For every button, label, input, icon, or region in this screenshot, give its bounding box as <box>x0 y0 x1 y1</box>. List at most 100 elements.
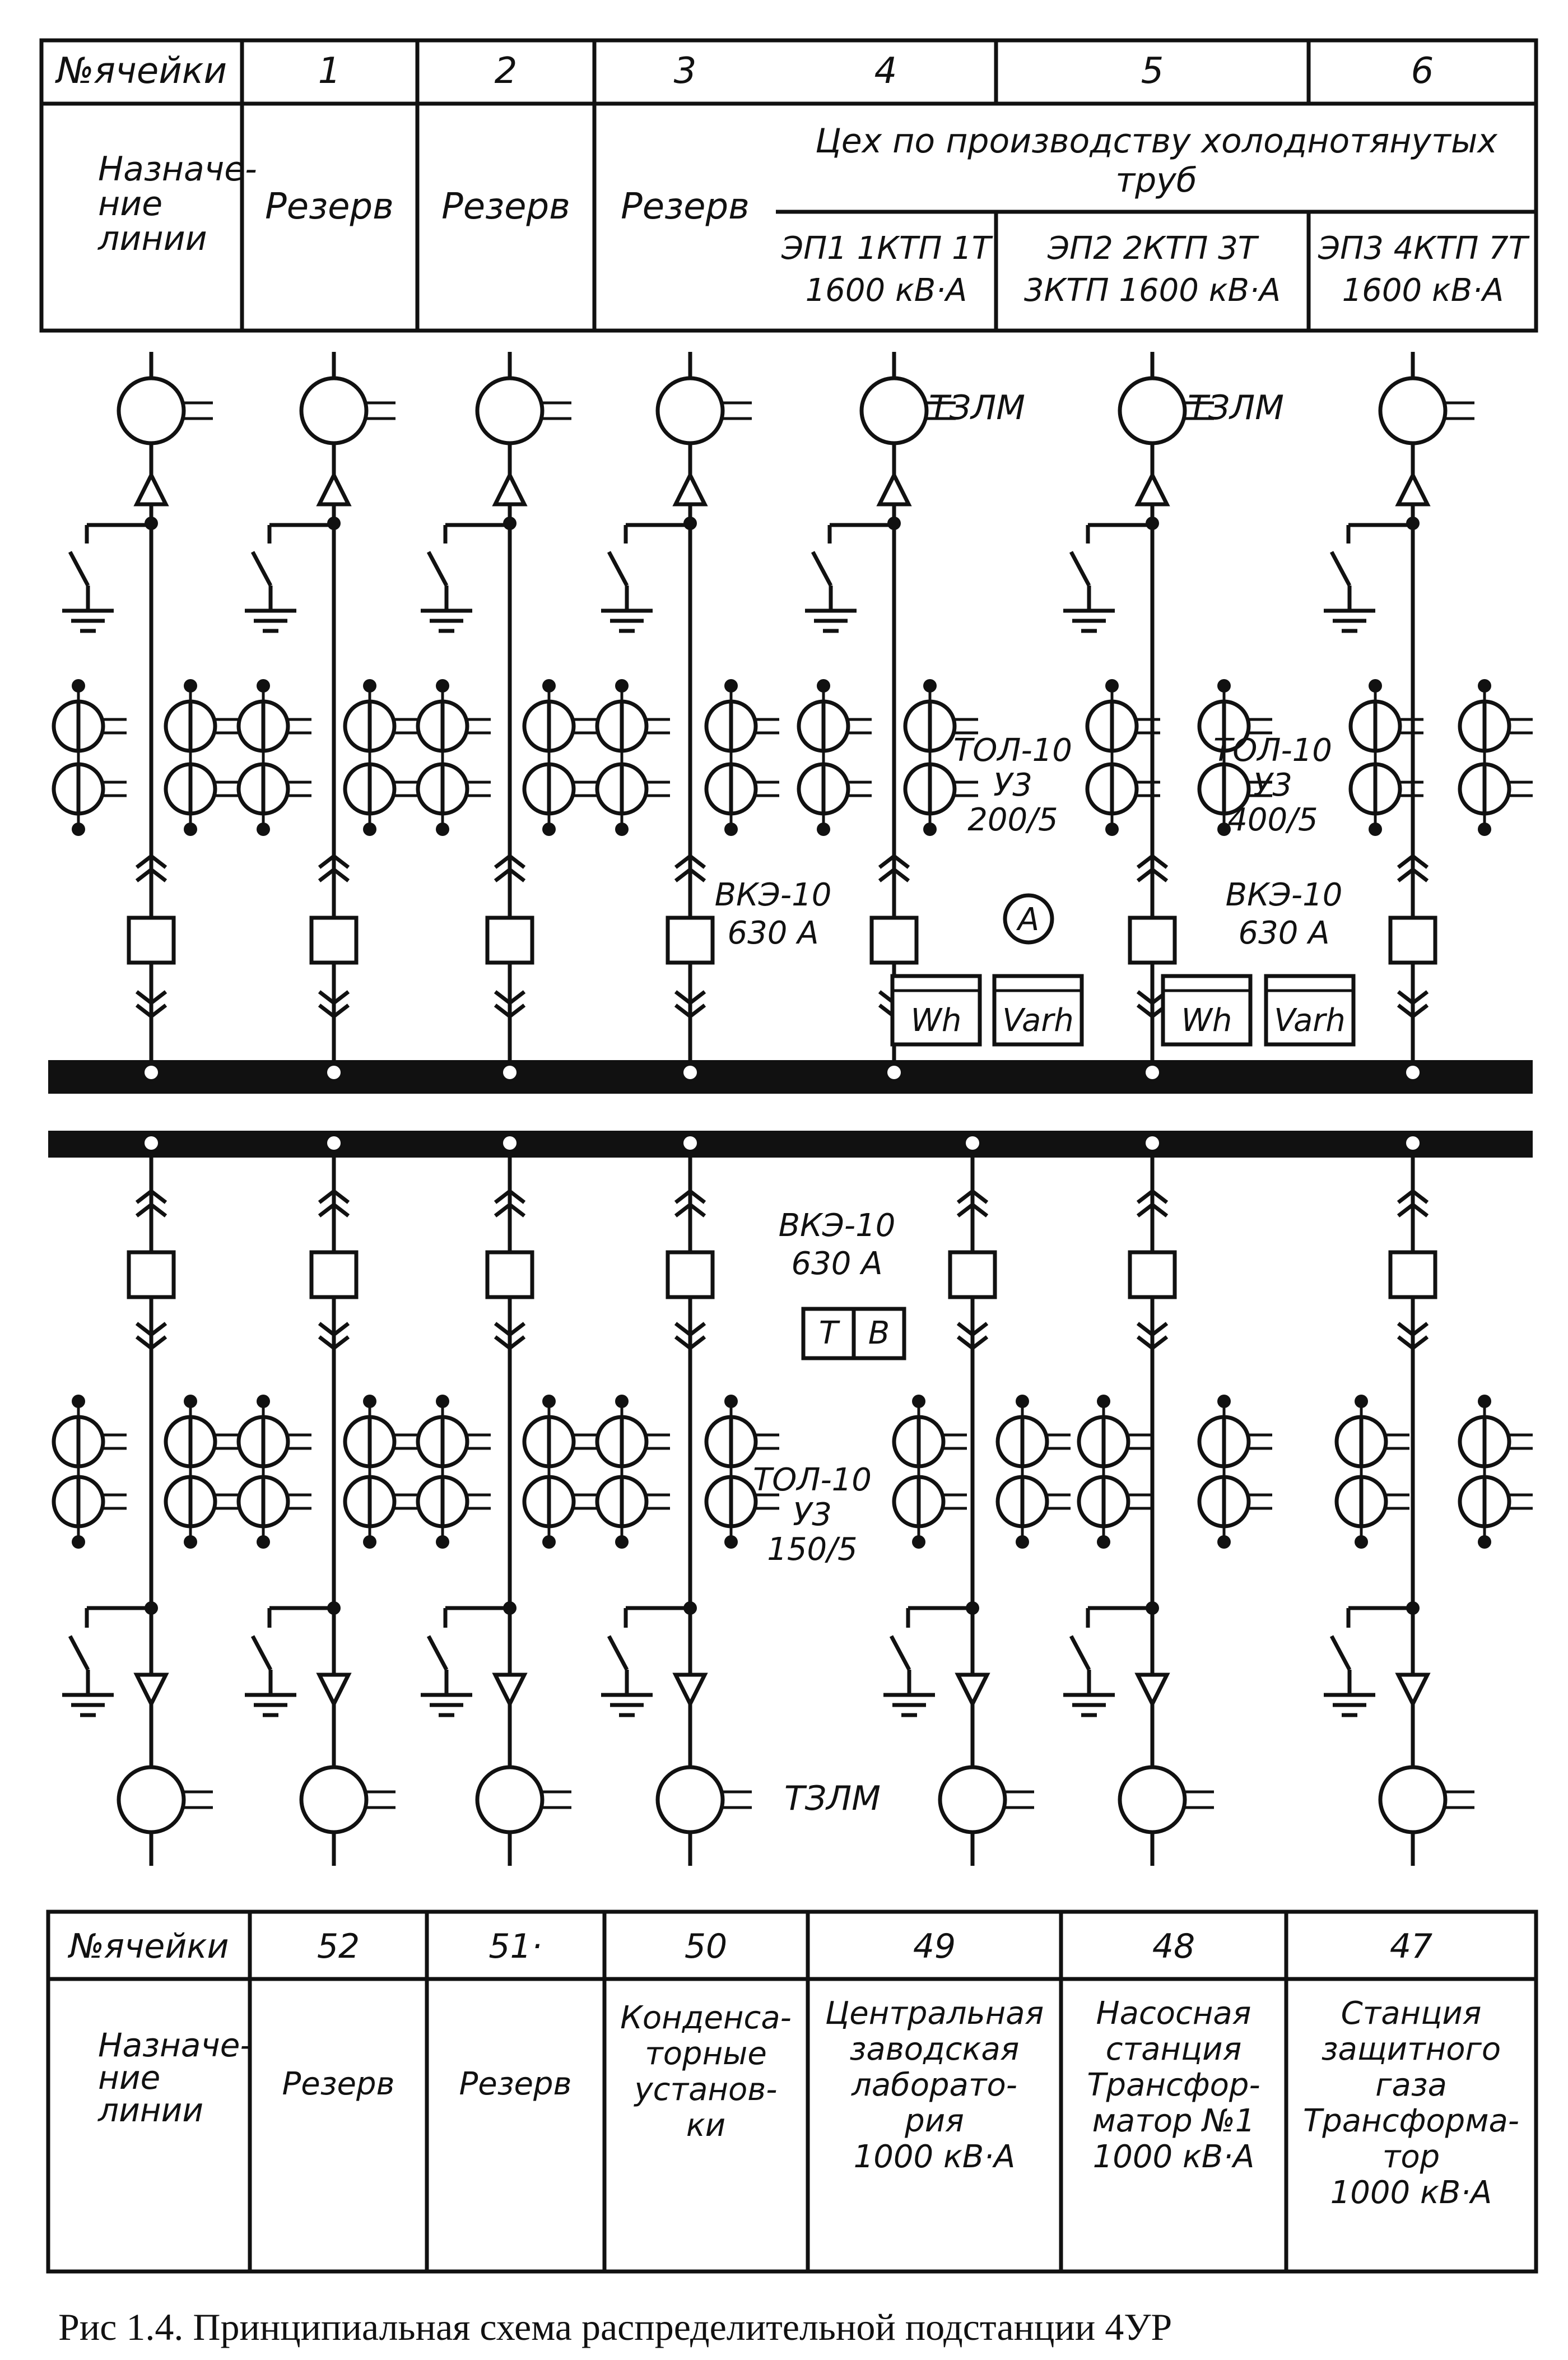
top-feeder <box>421 352 571 1065</box>
surge-arrester-icon <box>672 1673 708 1708</box>
circuit-breaker-icon <box>1388 916 1437 965</box>
plug-contact-icon <box>1136 867 1169 882</box>
meter-box <box>1264 974 1356 1047</box>
terminal-dot <box>1217 1395 1231 1408</box>
plug-contact-icon <box>956 1202 989 1218</box>
zero-sequence-ct-icon <box>655 1765 725 1834</box>
terminal-dot <box>436 1535 449 1549</box>
cell-purpose: Резерв <box>282 2066 394 2102</box>
earth-switch-blade <box>426 551 449 587</box>
terminal-dot <box>724 823 738 836</box>
earth-switch-blade <box>811 551 833 587</box>
plug-contact-icon <box>494 853 526 869</box>
sub-line: ЭП2 2КТП 3Т <box>1047 230 1259 267</box>
header-label: №ячейки <box>67 1927 229 1966</box>
surge-arrester-icon <box>316 471 352 507</box>
meter-box <box>1161 974 1253 1047</box>
terminal-dot <box>542 1395 556 1408</box>
plug-contact-icon <box>1397 1322 1429 1337</box>
terminal-dot <box>1097 1535 1110 1549</box>
cell-number: 47 <box>1390 1927 1432 1966</box>
terminal-dot <box>436 679 449 693</box>
busbar-section-2 <box>48 1131 1533 1158</box>
terminal-dot <box>257 823 270 836</box>
terminal-dot <box>72 823 85 836</box>
terminal-dot <box>363 823 376 836</box>
terminal-dot <box>257 1395 270 1408</box>
bottom-feeder <box>883 1158 1034 1866</box>
circuit-breaker-icon <box>1128 1250 1177 1299</box>
terminal-dot <box>1016 1535 1029 1549</box>
plug-contact-icon <box>494 1188 526 1204</box>
sub-line: 1600 кВ·А <box>1342 272 1504 309</box>
terminal-dot <box>1478 679 1491 693</box>
terminal-dot <box>1355 1535 1368 1549</box>
terminal-dot <box>1105 823 1119 836</box>
surge-arrester-icon <box>1395 471 1431 507</box>
meter-label: Wh <box>1181 1002 1232 1039</box>
terminal-dot <box>184 1535 197 1549</box>
terminal-dot <box>184 823 197 836</box>
circuit-breaker-icon <box>127 1250 176 1299</box>
plug-contact-icon <box>135 853 167 869</box>
plug-contact-icon <box>1397 1335 1429 1351</box>
sub-line: ЭП3 4КТП 7Т <box>1318 230 1530 267</box>
zero-sequence-ct-icon <box>1118 1765 1187 1834</box>
zero-sequence-ct-icon <box>1378 376 1448 445</box>
surge-arrester-icon <box>672 471 708 507</box>
plug-contact-icon <box>135 990 167 1006</box>
plug-contact-icon <box>674 990 706 1006</box>
cell-number: 4 <box>874 50 897 92</box>
plug-contact-icon <box>494 1202 526 1218</box>
bus-tap-dot <box>887 1066 901 1079</box>
circuit-breaker-icon <box>1388 1250 1437 1299</box>
cell-purpose: Резерв <box>441 186 570 227</box>
circuit-breaker-icon <box>948 1250 997 1299</box>
top-feeder <box>1324 352 1474 1065</box>
terminal-dot <box>1478 823 1491 836</box>
circuit-breaker-icon <box>1128 916 1177 965</box>
tzlm-label: ТЗЛМ <box>1188 388 1284 428</box>
terminal-dot <box>257 679 270 693</box>
meter-label: Varh <box>1002 1002 1074 1039</box>
terminal-dot <box>724 1395 738 1408</box>
plug-contact-icon <box>1397 1188 1429 1204</box>
cell-number: 50 <box>685 1927 727 1966</box>
surge-arrester-icon <box>133 1673 169 1708</box>
terminal-dot <box>1097 1395 1110 1408</box>
busbars <box>48 1060 1533 1158</box>
terminal-dot <box>912 1535 925 1549</box>
surge-arrester-icon <box>492 471 528 507</box>
meter-label: Varh <box>1274 1002 1346 1039</box>
plug-contact-icon <box>674 1322 706 1337</box>
bottom-feeder <box>421 1158 571 1866</box>
tzlm-label: ТЗЛМ <box>929 388 1025 428</box>
earth-switch-blade <box>607 551 629 587</box>
plug-contact-icon <box>135 1322 167 1337</box>
plug-contact-icon <box>956 1335 989 1351</box>
plug-contact-icon <box>1397 990 1429 1006</box>
bus-tap-dot <box>503 1136 517 1150</box>
bottom-feeder <box>245 1158 396 1866</box>
zero-sequence-ct-icon <box>475 376 545 445</box>
plug-contact-icon <box>878 853 910 869</box>
top-feeder <box>1063 352 1214 1065</box>
plug-contact-icon <box>1136 1188 1169 1204</box>
earth-switch-blade <box>1069 551 1091 587</box>
earth-switch-blade <box>426 1635 449 1671</box>
terminal-dot <box>817 823 830 836</box>
zero-sequence-ct-icon <box>117 1765 186 1834</box>
terminal-dot <box>1217 679 1231 693</box>
cell-number: 6 <box>1411 50 1434 92</box>
bus-tap-dot <box>145 1136 158 1150</box>
bus-tap-dot <box>1146 1136 1159 1150</box>
plug-contact-icon <box>494 1322 526 1337</box>
cell-number: 49 <box>913 1927 956 1966</box>
surge-arrester-icon <box>955 1673 990 1708</box>
cell-number: 1 <box>318 50 341 92</box>
